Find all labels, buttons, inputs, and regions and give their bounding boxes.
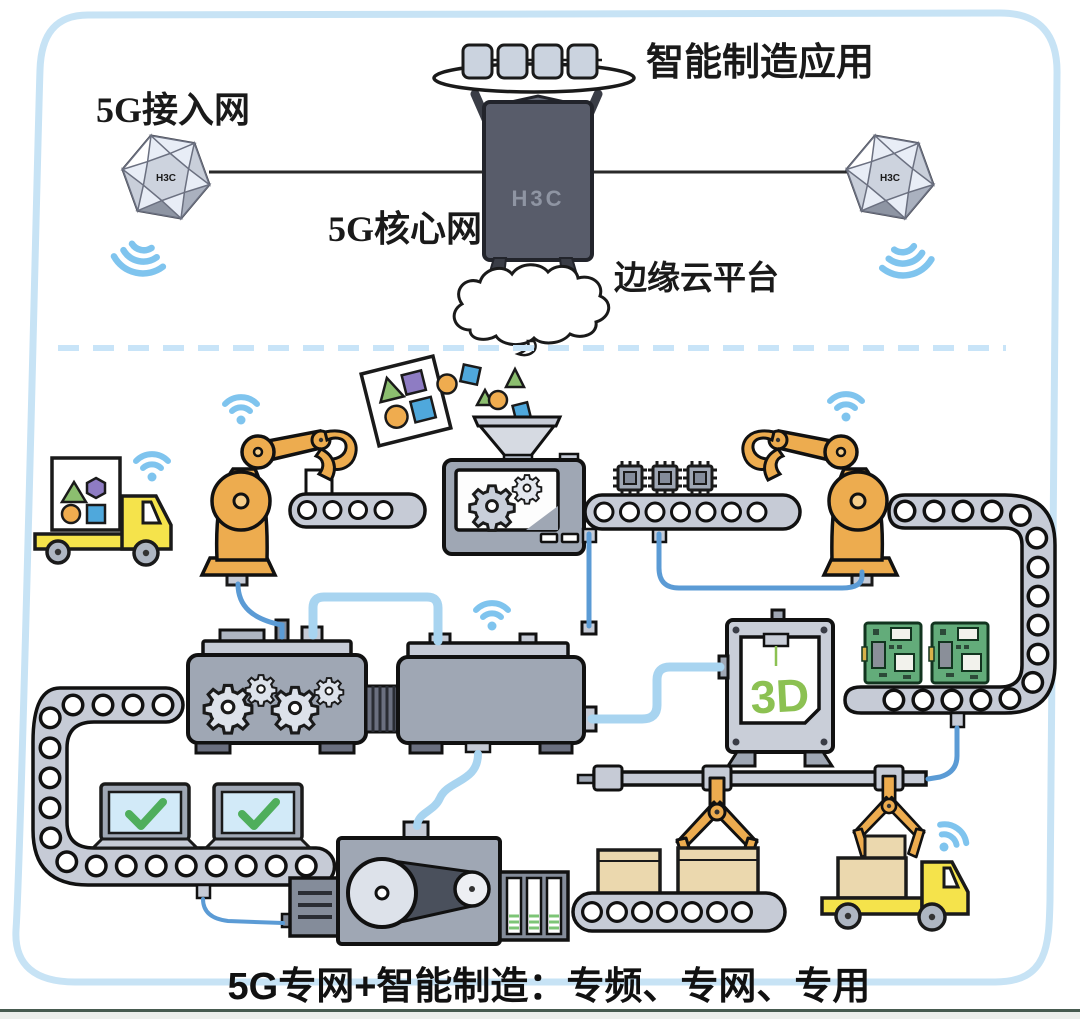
bottom-divider-line — [0, 1009, 1080, 1012]
level-gauges — [505, 876, 563, 936]
conveyor-left-c — [31, 686, 337, 900]
chip-icon — [646, 459, 684, 497]
pcb-board-1 — [860, 621, 923, 685]
chip-icon — [681, 459, 719, 497]
cable-machine-motor — [413, 750, 482, 830]
access-network-label: 5G接入网 — [96, 90, 250, 130]
base-station-left: H3C — [112, 134, 211, 278]
network-cables — [201, 531, 960, 925]
truck-materials — [33, 456, 173, 567]
left-node-logo: H3C — [156, 173, 176, 184]
wifi-icon-robot2 — [830, 394, 862, 421]
processing-machine — [396, 620, 598, 755]
wifi-icon-truck1 — [136, 454, 168, 481]
edge-cloud — [452, 263, 611, 346]
conveyor-boxes — [571, 846, 787, 933]
laptop-check-2 — [206, 784, 310, 848]
laptop-check-1 — [93, 784, 197, 848]
wifi-icon-truck2 — [928, 819, 970, 860]
server-body — [482, 100, 594, 262]
wifi-icon-machines — [476, 603, 508, 630]
gear-machine — [186, 618, 368, 755]
pcb-board-2 — [927, 621, 990, 685]
server-logo: H3C — [511, 186, 564, 211]
conveyor-right-c — [843, 493, 1057, 729]
factory-section: 3D — [31, 354, 1057, 946]
cable-conveyor-robot2 — [656, 531, 865, 591]
motor-machine — [280, 820, 570, 946]
chip-icon — [611, 459, 649, 497]
gear-icon — [511, 474, 543, 505]
printer-3d: 3D — [717, 608, 835, 768]
frame-border — [12, 9, 1061, 986]
screen-machine — [442, 452, 586, 556]
gear-icon — [468, 484, 516, 532]
wifi-signal-icon — [112, 241, 167, 278]
bellows-connector — [364, 684, 402, 734]
conveyor-small — [288, 468, 427, 529]
conveyor-chips — [581, 493, 802, 544]
bottom-strip — [0, 1012, 1080, 1019]
gear-icon — [270, 685, 320, 735]
cable-machine-printer — [587, 662, 725, 724]
gantry — [576, 764, 928, 792]
base-station-right: H3C — [845, 134, 934, 280]
gear-icon — [313, 677, 345, 708]
smart-manufacturing-app-label: 智能制造应用 — [646, 42, 874, 84]
right-node-logo: H3C — [880, 173, 900, 184]
hopper-funnel — [471, 415, 563, 465]
caption: 5G专网+智能制造：专频、专网、专用 — [228, 966, 871, 1008]
edge-cloud-label: 边缘云平台 — [614, 260, 779, 297]
core-network-label: 5G核心网 — [328, 209, 482, 249]
materials-card — [359, 354, 453, 448]
cable-conveyor-motor — [201, 897, 285, 925]
cable-conveyor-gantry — [925, 725, 960, 782]
truck-shipping — [820, 834, 970, 932]
printer-3d-label: 3D — [749, 669, 810, 724]
application-servers — [461, 43, 602, 80]
cable-machine-machine — [308, 592, 443, 646]
cloud-tail — [514, 339, 537, 357]
core-server: H3C — [432, 43, 636, 357]
falling-shapes — [436, 363, 533, 422]
cable-robot1-machine — [235, 581, 285, 640]
gear-icon — [244, 674, 278, 707]
wifi-signal-icon — [879, 244, 933, 280]
wifi-icon-robot1 — [225, 397, 257, 424]
network-section: H3C H3C H3C — [96, 42, 934, 357]
